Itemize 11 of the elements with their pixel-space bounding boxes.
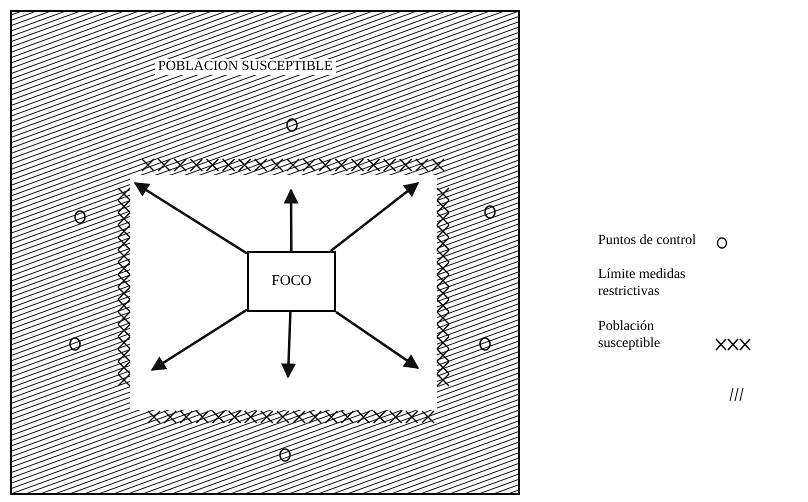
arrow bbox=[284, 188, 299, 251]
arrow bbox=[335, 310, 420, 370]
legend-text: Puntos de control bbox=[598, 232, 697, 249]
arrow bbox=[330, 182, 420, 252]
arrow bbox=[150, 308, 248, 372]
arrow bbox=[134, 182, 248, 255]
focus-box: FOCO bbox=[247, 251, 336, 312]
arrow bbox=[281, 312, 296, 378]
legend-text: Población susceptible bbox=[598, 318, 662, 352]
legend-text: Límite medidas restrictivas bbox=[598, 266, 686, 300]
area-title: POBLACION SUSCEPTIBLE bbox=[155, 59, 336, 75]
